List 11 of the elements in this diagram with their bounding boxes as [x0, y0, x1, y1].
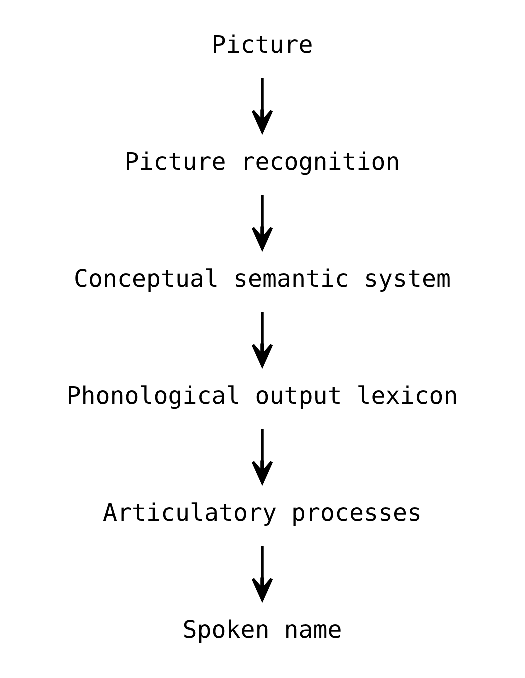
node-text: Phonological output lexicon — [66, 382, 458, 410]
arrow — [252, 78, 274, 134]
arrow — [252, 195, 274, 250]
arrow — [252, 546, 274, 602]
node-text: Conceptual semantic system — [74, 264, 451, 293]
node-text: Picture recognition — [124, 148, 400, 176]
node-text: Picture — [212, 30, 314, 59]
node-text: Articulatory processes — [103, 498, 422, 527]
arrow — [252, 312, 274, 368]
node-text: Spoken name — [182, 616, 342, 644]
arrow — [252, 429, 274, 484]
